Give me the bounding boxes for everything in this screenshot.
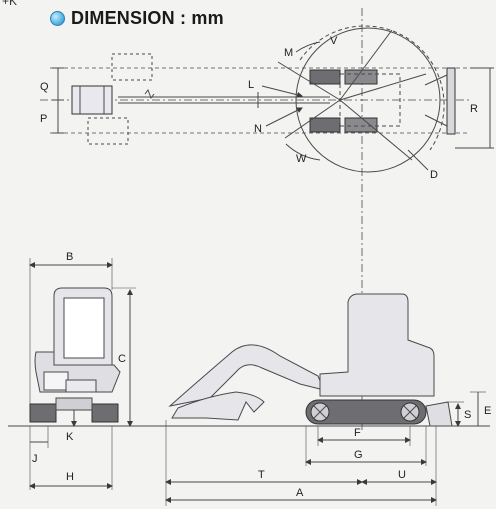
label-h: H [66, 471, 74, 483]
bucket-offset-right [87, 117, 129, 145]
label-t: T [258, 469, 265, 481]
label-d: D [430, 169, 438, 181]
corner-mark: +K [2, 0, 18, 8]
label-e: E [484, 405, 491, 417]
dozer-blade-plan [446, 67, 456, 135]
label-w: W [296, 153, 307, 165]
label-j: J [32, 453, 38, 465]
diagram-header: DIMENSION : mm [50, 6, 224, 30]
swing-arc-dashed [299, 25, 445, 151]
dimension-letters: Q P M V L N W D R B C K J H T A F G U S … [32, 35, 491, 499]
swing-circle [295, 27, 441, 173]
front-view [8, 258, 490, 490]
crawler-track [305, 399, 427, 425]
label-g: G [354, 449, 363, 461]
track-left-front [29, 403, 57, 423]
label-k: K [66, 431, 74, 443]
label-a: A [296, 487, 304, 499]
label-m: M [284, 47, 293, 59]
top-view [40, 8, 494, 430]
track-right-front [91, 403, 119, 423]
cab-side [319, 293, 435, 397]
label-c: C [118, 353, 126, 365]
track-top-left [309, 69, 341, 85]
bullet-icon [50, 10, 65, 26]
label-l: L [248, 79, 254, 91]
label-n: N [254, 123, 262, 135]
label-b: B [66, 251, 73, 263]
boom [168, 344, 325, 407]
bucket-plan [71, 85, 113, 115]
cab-window [63, 297, 105, 359]
track-bottom-left [309, 117, 341, 133]
arm-bucket [171, 391, 265, 421]
label-q: Q [40, 81, 49, 93]
label-v: V [330, 35, 338, 47]
side-view [165, 293, 486, 506]
dozer-blade-side [425, 401, 453, 427]
label-f: F [354, 427, 361, 439]
page-title: DIMENSION : mm [71, 7, 224, 28]
label-s: S [464, 409, 471, 421]
label-u: U [398, 469, 406, 481]
label-r: R [470, 103, 478, 115]
label-p: P [40, 113, 47, 125]
bucket-offset-left [111, 53, 153, 81]
